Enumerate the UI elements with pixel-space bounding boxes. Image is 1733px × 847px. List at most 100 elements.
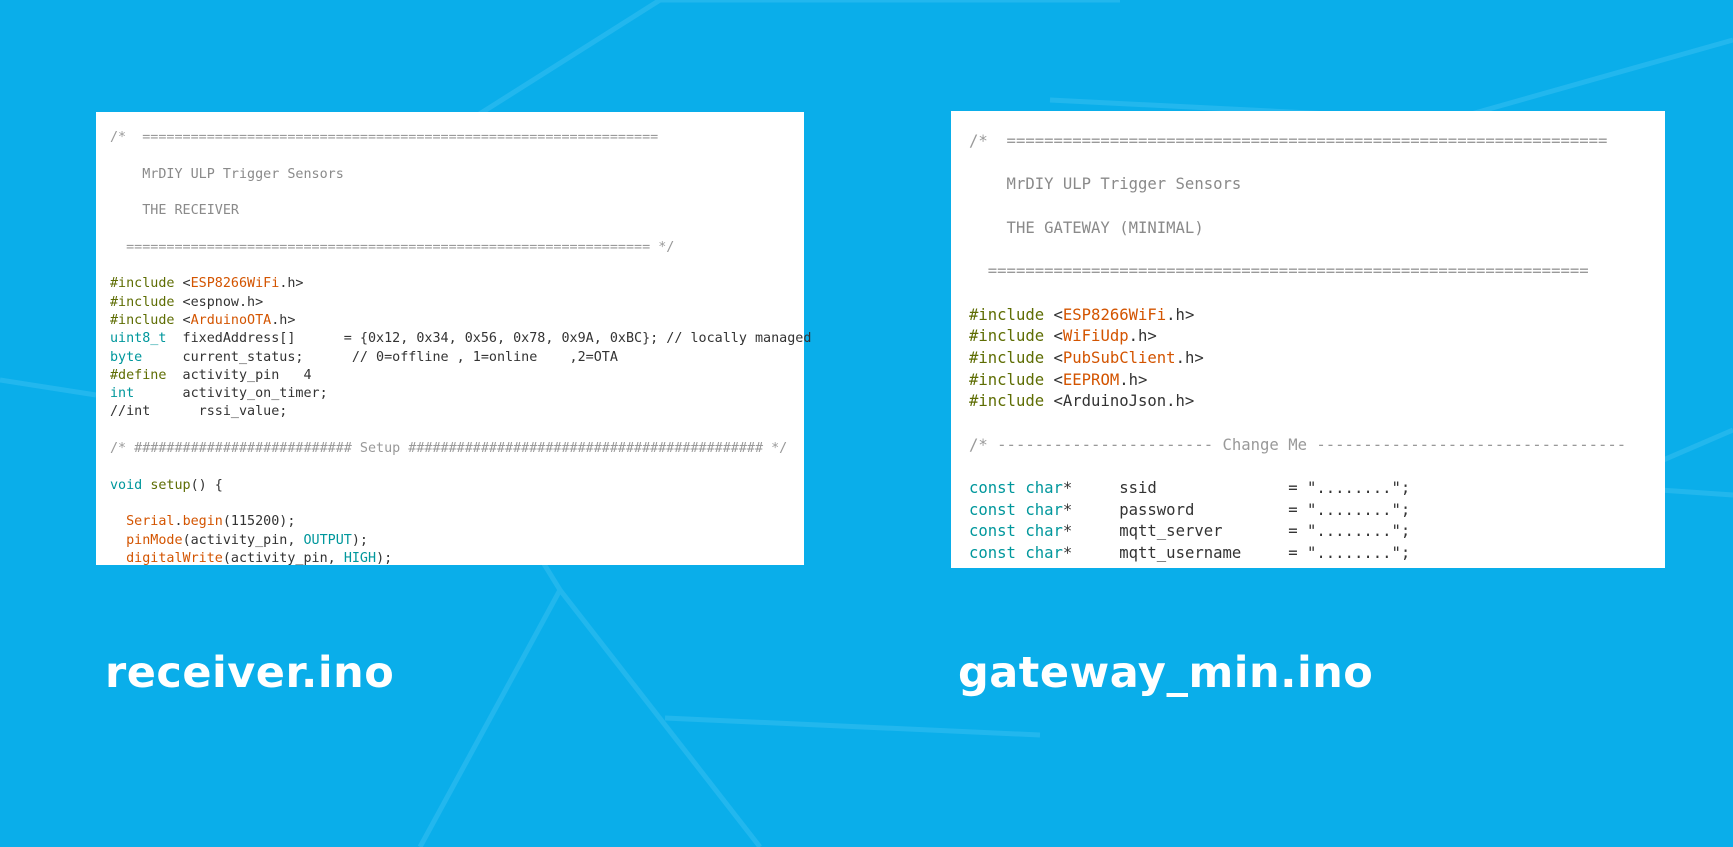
- code-token: ArduinoOTA: [190, 312, 272, 328]
- code-token: #include: [969, 370, 1045, 389]
- code-token: activity_pin 4: [166, 367, 312, 383]
- code-line: /* ########################### Setup ###…: [110, 440, 804, 458]
- code-token: /* =====================================…: [969, 132, 1608, 150]
- code-line: [110, 184, 804, 202]
- code-line: MrDIY ULP Trigger Sensors: [110, 166, 804, 184]
- code-line: [110, 495, 804, 513]
- code-token: OUTPUT: [303, 532, 352, 548]
- code-token: setup: [150, 477, 191, 493]
- code-token: /* ########################### Setup ###…: [110, 441, 788, 457]
- code-line: const char* mqtt_username = "........";: [969, 543, 1665, 565]
- code-token: (activity_pin,: [182, 532, 304, 548]
- code-token: begin: [182, 514, 223, 530]
- code-line: [969, 456, 1665, 478]
- code-line: [969, 153, 1665, 175]
- code-token: #include: [110, 312, 175, 328]
- code-token: #include: [969, 348, 1045, 367]
- code-token: * ssid = "........";: [1062, 479, 1411, 497]
- code-line: #define activity_pin 4: [110, 367, 804, 385]
- code-token: * mqtt_username = "........";: [1062, 544, 1411, 563]
- code-line: #include <EEPROM.h>: [969, 370, 1665, 392]
- code-token: #define: [110, 367, 167, 383]
- code-token: //int rssi_value;: [110, 404, 288, 420]
- code-token: #include: [969, 327, 1045, 346]
- code-line: byte current_status; // 0=offline , 1=on…: [110, 349, 804, 367]
- code-line: #include <WiFiUdp.h>: [969, 326, 1665, 348]
- code-token: [110, 533, 126, 548]
- code-line: THE RECEIVER: [110, 202, 804, 220]
- code-line: [110, 257, 804, 275]
- receiver-filename-caption: receiver.ino: [105, 648, 395, 698]
- code-token: .h>: [271, 312, 296, 328]
- code-line: int activity_on_timer;: [110, 385, 804, 403]
- code-token: #include: [969, 305, 1045, 324]
- code-token: const: [969, 479, 1016, 497]
- code-line: [969, 196, 1665, 218]
- code-line: MrDIY ULP Trigger Sensors: [969, 174, 1665, 196]
- code-token: * mqtt_server = "........";: [1062, 522, 1411, 541]
- code-line: /* =====================================…: [110, 129, 804, 147]
- code-line: /* ----------------------- Change Me ---…: [969, 435, 1665, 457]
- code-token: <: [1044, 370, 1063, 389]
- code-token: [1016, 522, 1025, 540]
- code-token: activity_on_timer;: [134, 386, 328, 402]
- code-token: ========================================…: [969, 262, 1589, 281]
- code-line: const char* mqtt_server = "........";: [969, 521, 1665, 543]
- code-token: const: [969, 522, 1016, 541]
- code-token: pinMode: [126, 532, 183, 548]
- code-token: Serial: [126, 514, 175, 530]
- code-token: <ArduinoJson.h>: [1044, 392, 1195, 411]
- gateway-filename-caption: gateway_min.ino: [958, 648, 1374, 698]
- code-token: MrDIY ULP Trigger Sensors: [969, 175, 1242, 194]
- code-token: char: [1025, 500, 1063, 519]
- code-token: ========================================…: [110, 239, 675, 255]
- code-token: [1016, 479, 1025, 497]
- code-line: digitalWrite(activity_pin, HIGH);: [110, 550, 804, 568]
- code-token: PubSubClient: [1062, 348, 1176, 367]
- code-token: <: [174, 276, 191, 292]
- code-token: ESP8266WiFi: [1062, 305, 1167, 324]
- code-line: //int rssi_value;: [110, 403, 804, 421]
- code-token: /* =====================================…: [110, 130, 659, 145]
- code-line: [969, 413, 1665, 435]
- code-token: <: [1044, 348, 1063, 367]
- code-line: #include <ArduinoOTA.h>: [110, 312, 804, 330]
- code-token: <: [1044, 305, 1063, 324]
- code-line: #include <ArduinoJson.h>: [969, 391, 1665, 413]
- code-token: char: [1025, 479, 1063, 497]
- code-line: uint8_t fixedAddress[] = {0x12, 0x34, 0x…: [110, 330, 811, 348]
- code-token: HIGH: [343, 550, 377, 566]
- code-token: .h>: [279, 276, 304, 292]
- code-line: [969, 283, 1665, 305]
- code-line: void setup() {: [110, 477, 804, 495]
- code-token: fixedAddress[] = {0x12, 0x34, 0x56, 0x78…: [166, 331, 812, 347]
- code-line: [110, 422, 804, 440]
- code-token: WiFiUdp: [1062, 327, 1129, 346]
- code-token: const: [969, 544, 1016, 563]
- code-token: .h>: [1119, 370, 1148, 389]
- code-line: #include <espnow.h>: [110, 294, 804, 312]
- code-token: #include: [110, 276, 175, 292]
- code-line: [110, 458, 804, 476]
- code-line: [969, 239, 1665, 261]
- code-line: ========================================…: [110, 239, 804, 257]
- receiver-code-panel: /* =====================================…: [96, 112, 811, 568]
- code-token: uint8_t: [110, 331, 167, 347]
- code-token: (activity_pin,: [222, 550, 344, 566]
- code-line: const char* ssid = "........";: [969, 478, 1665, 500]
- code-line: THE GATEWAY (MINIMAL): [969, 218, 1665, 240]
- code-token: int: [110, 386, 135, 402]
- code-token: [1016, 544, 1025, 562]
- code-token: );: [376, 550, 393, 566]
- code-token: char: [1025, 522, 1063, 541]
- code-line: Serial.begin(115200);: [110, 513, 804, 531]
- code-token: .h>: [1166, 305, 1195, 324]
- code-line: [110, 147, 804, 165]
- code-token: (115200);: [222, 514, 296, 530]
- code-line: ========================================…: [969, 261, 1665, 283]
- code-token: <espnow.h>: [174, 294, 264, 310]
- code-token: [1016, 501, 1025, 519]
- code-token: .h>: [1128, 327, 1157, 346]
- code-token: char: [1025, 544, 1063, 563]
- code-line: /* =====================================…: [969, 131, 1665, 153]
